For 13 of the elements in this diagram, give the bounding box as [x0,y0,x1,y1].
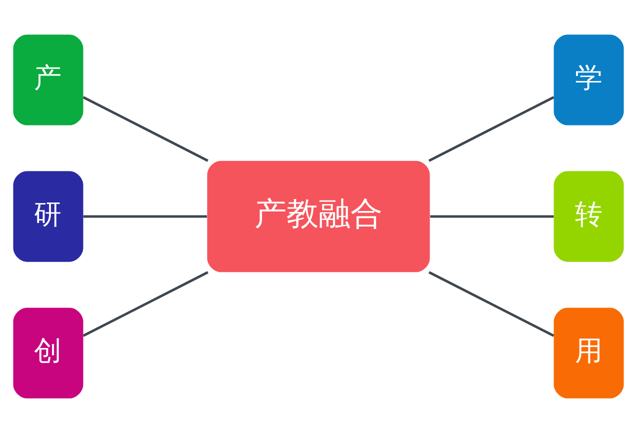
node-box: 创 [13,308,84,398]
connector [430,215,554,218]
connector [428,271,554,337]
connector [428,96,554,162]
node-box: 产 [13,34,84,126]
node-box: 研 [13,171,84,262]
node-box: 转 [554,171,624,262]
node-box: 用 [554,308,624,398]
node-box: 产教融合 [207,160,430,272]
connector [82,271,208,337]
connector [82,96,208,162]
node-box: 学 [554,34,624,126]
connector [83,215,207,218]
